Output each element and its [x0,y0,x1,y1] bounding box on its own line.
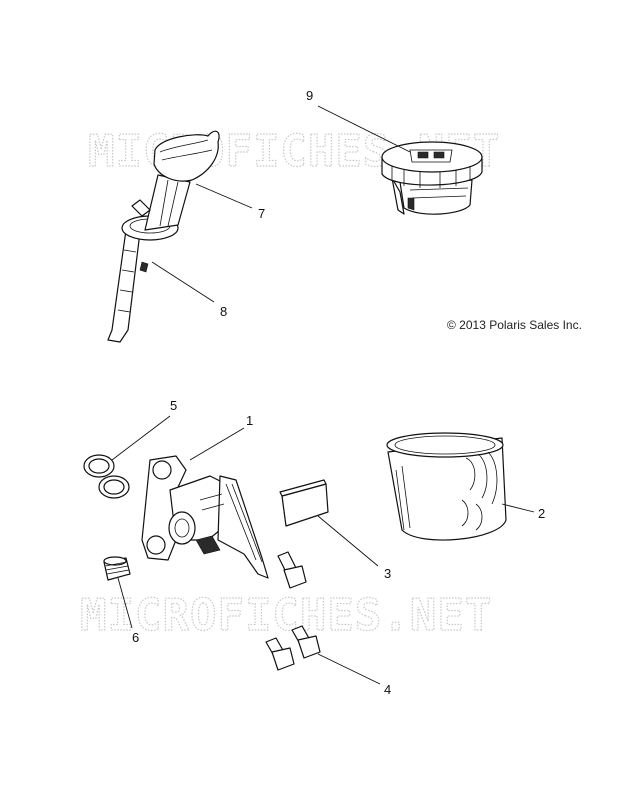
o-rings-part [83,454,130,499]
bolts-part [265,551,321,671]
drain-plug-part [103,556,131,581]
oil-filter-part [386,432,507,541]
filter-adapter-part [141,455,269,579]
watermark-bottom: MICROFICHES.NET [80,590,492,641]
leader-lines [111,105,535,685]
callout-9: 9 [306,88,313,103]
callout-2: 2 [538,506,545,521]
copyright-notice: © 2013 Polaris Sales Inc. [447,318,582,332]
callout-4: 4 [384,682,391,697]
callout-3: 3 [384,566,391,581]
filler-cap-part [381,141,483,215]
callout-6: 6 [132,630,139,645]
spacer-part [279,479,329,527]
callout-7: 7 [258,206,265,221]
callout-1: 1 [246,413,253,428]
dipstick-part [107,130,220,343]
callout-8: 8 [220,304,227,319]
callout-5: 5 [170,398,177,413]
